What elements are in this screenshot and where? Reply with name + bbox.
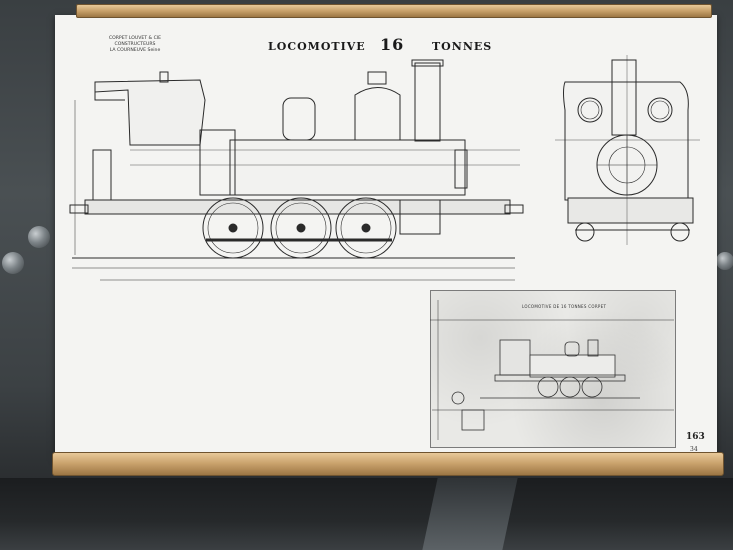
plate-subnumber: 34 [690, 446, 698, 453]
wall-rivet [28, 226, 50, 248]
maker-block: CORPET LOUVET & CIE CONSTRUCTEURS LA COU… [100, 36, 170, 54]
wall-rivet [2, 252, 24, 274]
plate-number: 163 [686, 432, 705, 442]
bottom-hanging-rod [52, 452, 724, 476]
inset-title: LOCOMOTIVE DE 16 TONNES CORPET [522, 304, 607, 309]
maker-line: CONSTRUCTEURS [114, 42, 156, 47]
floor [0, 478, 733, 550]
wall-rivet [716, 252, 733, 270]
top-hanging-rod [76, 4, 712, 18]
title-word-tonnes: TONNES [432, 40, 493, 53]
maker-line: CORPET LOUVET & CIE [108, 36, 162, 41]
title-word-locomotive: LOCOMOTIVE [268, 40, 366, 53]
maker-line: LA COURNEUVE Seine [109, 48, 161, 53]
title-number: 16 [380, 35, 405, 54]
